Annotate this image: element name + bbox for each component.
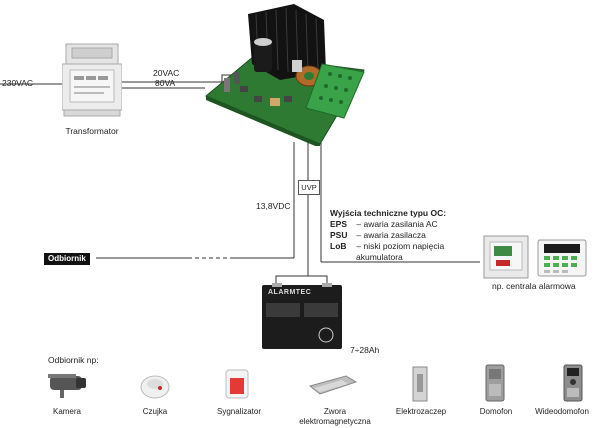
output-code: LoB	[330, 241, 347, 251]
device-label-detector: Czujka	[142, 407, 168, 416]
video-intercom-icon	[562, 364, 584, 402]
battery-icon	[262, 283, 342, 349]
device-label-siren: Sygnalizator	[216, 407, 262, 416]
uvp-box: UVP	[298, 180, 320, 195]
transformer-power-label: 80VA	[155, 78, 176, 88]
transformer-icon	[61, 42, 123, 118]
output-item: LoB – niski poziom napięcia	[330, 241, 446, 252]
output-code: PSU	[330, 230, 348, 240]
power-supply-board	[196, 0, 366, 148]
battery-capacity-label: 7÷28Ah	[350, 345, 380, 355]
device-label-video-intercom: Wideodomofon	[535, 407, 589, 416]
electric-strike-icon	[410, 366, 430, 402]
transformer-label: Transformator	[65, 126, 119, 136]
detector-icon	[140, 372, 170, 400]
receiver-tag: Odbiornik	[44, 253, 90, 265]
output-item: PSU – awaria zasilacza	[330, 230, 446, 241]
device-label-magnetic-lock: Zwora elektromagnetyczna	[299, 407, 371, 426]
output-voltage-label: 13,8VDC	[256, 201, 291, 211]
alarm-panel-label: np. centrala alarmowa	[492, 281, 576, 291]
output-desc: – awaria zasilania AC	[356, 219, 438, 229]
transformer-output-label: 20VAC	[153, 68, 180, 78]
magnetic-lock-icon	[308, 372, 358, 398]
output-desc: – awaria zasilacza	[356, 230, 426, 240]
device-label-electric-strike: Elektrozaczep	[395, 407, 447, 416]
output-code: EPS	[330, 219, 348, 229]
intercom-icon	[484, 364, 506, 402]
output-desc: – niski poziom napięcia	[356, 241, 445, 251]
input-voltage-label: 230VAC	[2, 78, 34, 88]
output-item: EPS – awaria zasilania AC	[330, 219, 446, 230]
technical-outputs-legend: Wyjścia techniczne typu OC: EPS – awaria…	[330, 208, 446, 263]
outputs-heading: Wyjścia techniczne typu OC:	[330, 208, 447, 218]
camera-icon	[46, 368, 88, 402]
device-label-camera: Kamera	[52, 407, 81, 416]
device-label-intercom: Domofon	[479, 407, 513, 416]
receivers-heading: Odbiornik np:	[48, 355, 99, 365]
siren-icon	[222, 368, 254, 402]
alarm-panel-icon	[482, 234, 594, 282]
battery-brand: ALARMTEC	[268, 289, 312, 296]
output-item-continuation: akumulatora	[356, 252, 403, 262]
